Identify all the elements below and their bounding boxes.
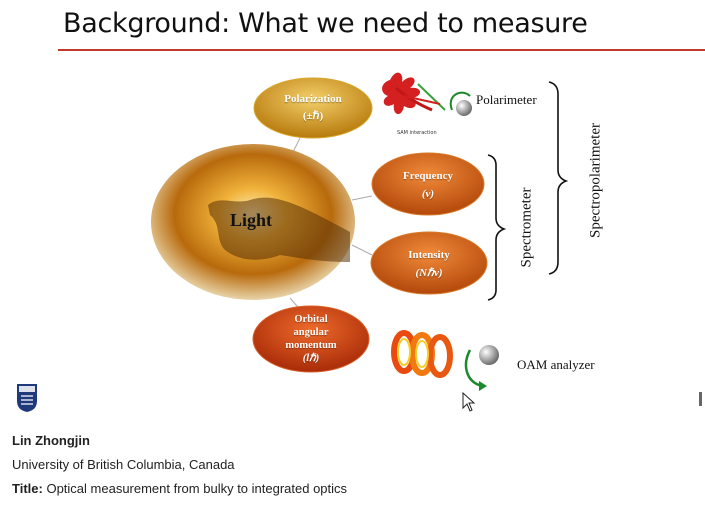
presenter-name: Lin Zhongjin — [12, 433, 90, 448]
university-crest-icon — [17, 384, 37, 412]
oam-arrow — [464, 349, 483, 388]
oam-label: Orbital angular momentum (lℏ) — [285, 314, 337, 364]
oam-analyzer-label: OAM analyzer — [517, 357, 595, 372]
talk-title: Title: Optical measurement from bulky to… — [12, 477, 347, 501]
polarization-label: Polarization (±ℏ) — [284, 93, 342, 122]
sam-interaction-caption: SAM interaction — [397, 130, 437, 136]
talk-title-key: Title: — [12, 481, 43, 496]
polarimeter-sphere — [456, 100, 472, 116]
polarization-node — [253, 77, 373, 139]
spectropolarimeter-bracket — [548, 81, 569, 275]
light-label: Light — [230, 210, 273, 230]
frequency-label: Frequency (ν) — [403, 170, 453, 200]
presenter-affiliation: University of British Columbia, Canada — [12, 457, 235, 472]
oam-node — [252, 305, 370, 373]
oam-beam-illustration — [391, 330, 453, 378]
spectrometer-label: Spectrometer — [518, 187, 535, 268]
mouse-cursor-icon — [462, 392, 476, 412]
intensity-label: Intensity (Nℏν) — [408, 249, 450, 279]
slide: Background: What we need to measure — [17, 8, 705, 412]
polarimeter-label: Polarimeter — [476, 92, 537, 107]
spectropolarimeter-label: Spectropolarimeter — [587, 123, 604, 238]
connector-intensity — [351, 244, 373, 256]
slide-edge-marker — [699, 392, 702, 406]
frequency-node — [371, 152, 485, 216]
intensity-node — [370, 231, 488, 295]
measurement-diagram — [151, 72, 569, 391]
sam-interaction-illustration — [382, 72, 446, 115]
spectrometer-bracket — [487, 154, 507, 301]
presenter-info: Lin Zhongjin University of British Colum… — [12, 429, 347, 501]
slide-title: Background: What we need to measure — [63, 8, 588, 39]
title-rule — [58, 49, 705, 51]
polarimeter-arrow — [449, 91, 471, 111]
oam-sphere — [479, 345, 499, 365]
talk-title-value: Optical measurement from bulky to integr… — [46, 481, 348, 496]
connector-frequency — [351, 195, 373, 201]
oam-arrowhead — [479, 381, 487, 391]
light-beam-shape — [208, 197, 350, 262]
